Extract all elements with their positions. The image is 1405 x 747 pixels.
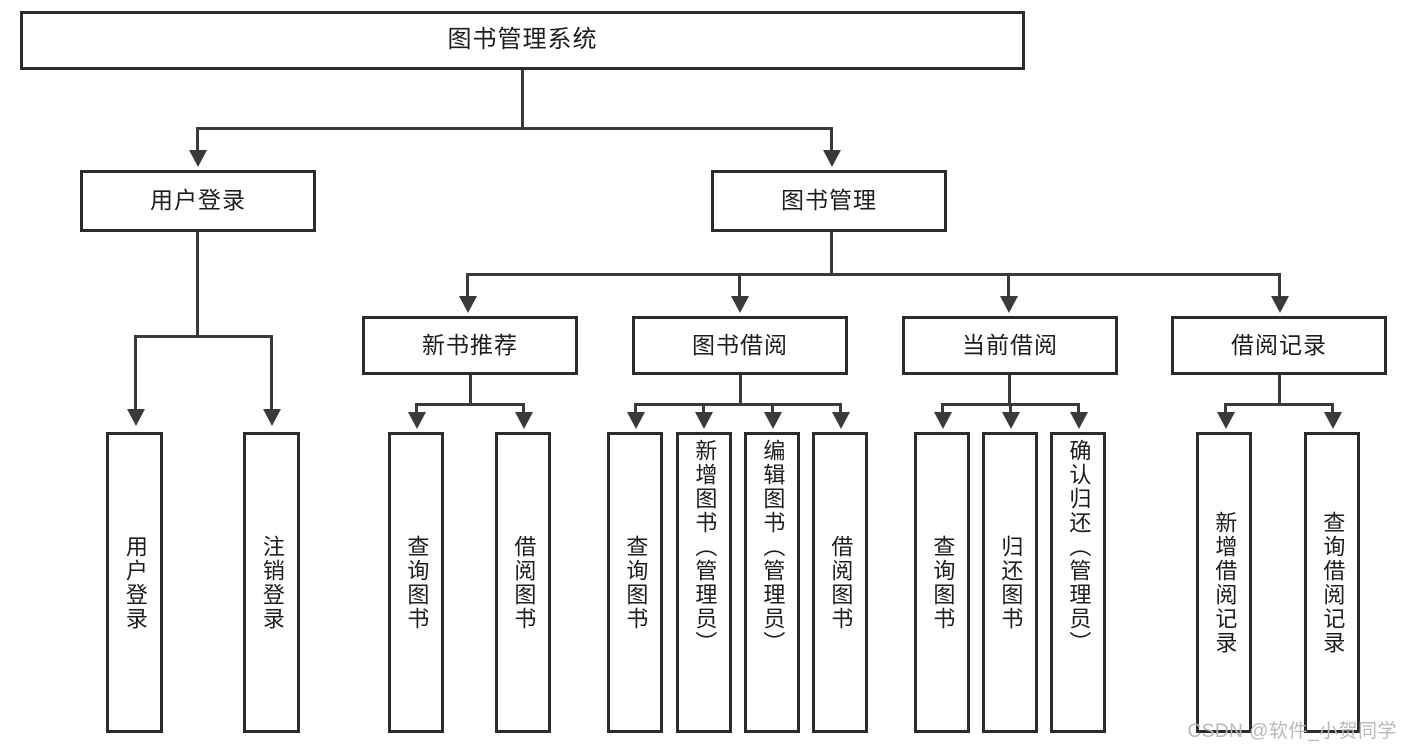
connector-current-borrow-stem bbox=[1008, 375, 1011, 403]
arrow-user-login-to-leaf-1 bbox=[263, 409, 281, 426]
connector-book-borrow-bus bbox=[634, 403, 842, 406]
node-label: 归还图书 bbox=[998, 534, 1024, 631]
connector-nb-to-leaf-1 bbox=[522, 403, 525, 413]
arrow-bb-to-leaf-0 bbox=[627, 412, 645, 429]
arrow-nb-to-leaf-0 bbox=[408, 412, 426, 429]
connector-new-book-stem bbox=[469, 375, 472, 403]
connector-bb-to-leaf-2 bbox=[771, 403, 774, 413]
arrow-bb-to-leaf-3 bbox=[832, 412, 850, 429]
node-label: 图书借阅 bbox=[692, 331, 788, 358]
node-current-borrow[interactable]: 当前借阅 bbox=[902, 316, 1118, 375]
connector-bb-to-leaf-3 bbox=[839, 403, 842, 413]
arrow-bm-to-book-borrow bbox=[731, 296, 749, 313]
node-label: 图书管理系统 bbox=[447, 26, 598, 54]
connector-book-management-stem bbox=[830, 232, 833, 273]
connector-root-stem bbox=[521, 70, 524, 127]
node-label: 新书推荐 bbox=[422, 331, 518, 358]
arrow-root-to-book-management bbox=[823, 150, 841, 167]
node-label: 查询图书 bbox=[623, 534, 649, 631]
node-new-book-recommend[interactable]: 新书推荐 bbox=[362, 316, 578, 375]
connector-bb-to-leaf-1 bbox=[702, 403, 705, 413]
connector-br-to-leaf-1 bbox=[1331, 403, 1334, 413]
connector-root-to-user-login bbox=[196, 127, 199, 151]
leaf-borrow-records-query-record[interactable]: 查询借阅记录 bbox=[1304, 432, 1360, 733]
connector-bb-to-leaf-0 bbox=[634, 403, 637, 413]
node-label: 借阅图书 bbox=[511, 534, 537, 631]
connector-cb-to-leaf-2 bbox=[1077, 403, 1080, 413]
connector-book-borrow-stem bbox=[739, 375, 742, 403]
node-user-login[interactable]: 用户登录 bbox=[80, 170, 316, 232]
arrow-cb-to-leaf-1 bbox=[1002, 412, 1020, 429]
arrow-br-to-leaf-1 bbox=[1324, 412, 1342, 429]
connector-user-login-to-leaf-1 bbox=[270, 335, 273, 410]
arrow-bm-to-borrow-records bbox=[1271, 296, 1289, 313]
connector-cb-to-leaf-1 bbox=[1009, 403, 1012, 413]
arrow-root-to-user-login bbox=[189, 150, 207, 167]
arrow-bb-to-leaf-2 bbox=[764, 412, 782, 429]
node-label: 编辑图书（管理员） bbox=[760, 439, 786, 655]
arrow-nb-to-leaf-1 bbox=[515, 412, 533, 429]
node-label: 借阅记录 bbox=[1231, 331, 1327, 358]
connector-user-login-bus bbox=[134, 335, 273, 338]
leaf-book-borrow-edit-book-admin[interactable]: 编辑图书（管理员） bbox=[744, 432, 800, 733]
arrow-cb-to-leaf-0 bbox=[934, 412, 952, 429]
node-label: 新增图书（管理员） bbox=[692, 439, 718, 655]
connector-cb-to-leaf-0 bbox=[941, 403, 944, 413]
node-borrow-records[interactable]: 借阅记录 bbox=[1171, 316, 1387, 375]
node-book-management[interactable]: 图书管理 bbox=[711, 170, 947, 232]
connector-new-book-bus bbox=[415, 403, 525, 406]
node-label: 查询图书 bbox=[404, 534, 430, 631]
leaf-user-login-logout[interactable]: 注销登录 bbox=[243, 432, 300, 733]
leaf-new-book-borrow-books[interactable]: 借阅图书 bbox=[495, 432, 551, 733]
leaf-current-borrow-query-books[interactable]: 查询图书 bbox=[914, 432, 970, 733]
leaf-user-login-login[interactable]: 用户登录 bbox=[106, 432, 163, 733]
node-label: 查询借阅记录 bbox=[1320, 510, 1346, 655]
arrow-br-to-leaf-0 bbox=[1217, 412, 1235, 429]
connector-bm-to-new-book bbox=[466, 273, 469, 297]
leaf-book-borrow-query-books[interactable]: 查询图书 bbox=[607, 432, 663, 733]
leaf-new-book-query-books[interactable]: 查询图书 bbox=[388, 432, 444, 733]
connector-bm-to-book-borrow bbox=[738, 273, 741, 297]
node-label: 确认归还（管理员） bbox=[1066, 439, 1092, 655]
connector-bm-to-current-borrow bbox=[1007, 273, 1010, 297]
connector-user-login-stem bbox=[196, 232, 199, 335]
node-root-book-management-system[interactable]: 图书管理系统 bbox=[20, 11, 1025, 70]
arrow-bm-to-current-borrow bbox=[1000, 296, 1018, 313]
connector-root-to-book-management bbox=[830, 127, 833, 151]
connector-user-login-to-leaf-0 bbox=[134, 335, 137, 410]
connector-bm-to-borrow-records bbox=[1278, 273, 1281, 297]
arrow-user-login-to-leaf-0 bbox=[127, 409, 145, 426]
connector-br-to-leaf-0 bbox=[1224, 403, 1227, 413]
node-label: 用户登录 bbox=[150, 187, 246, 214]
node-label: 图书管理 bbox=[781, 187, 877, 214]
node-book-borrow[interactable]: 图书借阅 bbox=[632, 316, 848, 375]
node-label: 注销登录 bbox=[259, 534, 285, 631]
connector-nb-to-leaf-0 bbox=[415, 403, 418, 413]
node-label: 当前借阅 bbox=[962, 331, 1058, 358]
arrow-cb-to-leaf-2 bbox=[1070, 412, 1088, 429]
leaf-book-borrow-add-book-admin[interactable]: 新增图书（管理员） bbox=[676, 432, 732, 733]
connector-borrow-records-stem bbox=[1278, 375, 1281, 403]
arrow-bb-to-leaf-1 bbox=[695, 412, 713, 429]
node-label: 用户登录 bbox=[122, 534, 148, 631]
connector-root-bus bbox=[196, 127, 833, 130]
leaf-book-borrow-borrow-books[interactable]: 借阅图书 bbox=[812, 432, 868, 733]
connector-borrow-records-bus bbox=[1224, 403, 1334, 406]
leaf-borrow-records-add-record[interactable]: 新增借阅记录 bbox=[1196, 432, 1252, 733]
leaf-current-borrow-return-books[interactable]: 归还图书 bbox=[982, 432, 1038, 733]
node-label: 借阅图书 bbox=[828, 534, 854, 631]
arrow-bm-to-new-book bbox=[459, 296, 477, 313]
node-label: 新增借阅记录 bbox=[1212, 510, 1238, 655]
connector-book-management-bus bbox=[466, 273, 1281, 276]
leaf-current-borrow-confirm-return-admin[interactable]: 确认归还（管理员） bbox=[1050, 432, 1106, 733]
node-label: 查询图书 bbox=[930, 534, 956, 631]
